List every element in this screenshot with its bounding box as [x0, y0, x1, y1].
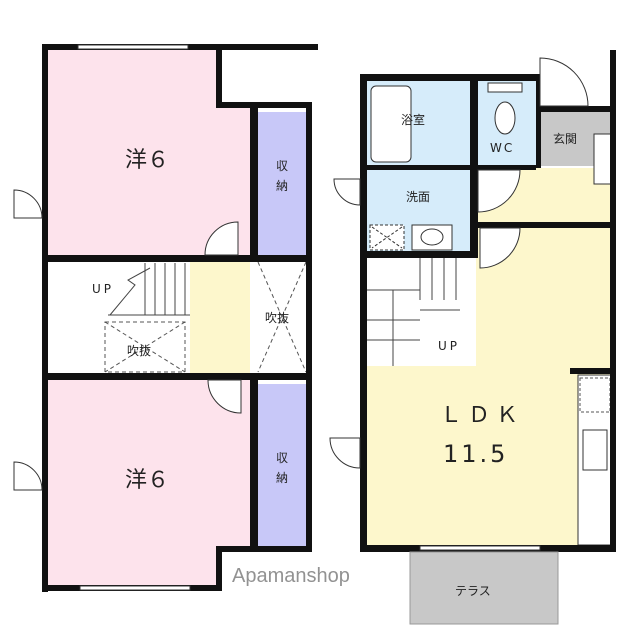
room-western-lower	[48, 380, 222, 585]
openings-1f	[329, 57, 589, 551]
entrance-label: 玄関	[553, 131, 577, 146]
storage-lower-label-2: 納	[276, 471, 288, 485]
ldk-label: ＬＤＫ	[440, 403, 524, 428]
storage-upper	[258, 112, 306, 255]
storage-upper-label-1: 収	[276, 159, 288, 173]
void-left-label: 吹抜	[127, 344, 151, 358]
void-right-label: 吹抜	[265, 311, 289, 325]
room-western-lower-label: 洋６	[125, 468, 169, 493]
storage-upper-label-2: 納	[276, 179, 288, 193]
stairs-1f	[366, 258, 460, 366]
stairs-2f	[108, 263, 190, 316]
room-western-upper-label: 洋６	[125, 148, 169, 173]
bath-label: 浴室	[401, 112, 425, 127]
stair-area-1f	[366, 258, 476, 366]
wc-label: WC	[490, 141, 514, 155]
floor-2: 洋６ 収 納 UP 吹抜 吹抜 洋６ 収 納	[13, 44, 318, 592]
fixtures	[369, 82, 523, 251]
room-western-upper	[48, 50, 218, 256]
storage-lower	[258, 384, 306, 546]
stair-area-2f	[48, 262, 190, 374]
void-markings	[104, 261, 307, 373]
openings-2f	[13, 44, 242, 591]
stairs-up-label-2f: UP	[92, 282, 114, 296]
terrace	[409, 551, 559, 625]
stairs-up-label-1f: UP	[438, 339, 460, 353]
watermark: Apamanshop	[232, 565, 350, 587]
floor-1: 浴室 WC 玄関 洗面 UP ＬＤＫ 11.5 テラス	[329, 50, 616, 625]
hall-2f	[190, 262, 250, 374]
ldk-size-label: 11.5	[443, 440, 508, 468]
washroom-label: 洗面	[406, 190, 430, 204]
storage-lower-label-1: 収	[276, 451, 288, 465]
walls-1f	[360, 50, 616, 552]
terrace-label: テラス	[455, 584, 491, 598]
